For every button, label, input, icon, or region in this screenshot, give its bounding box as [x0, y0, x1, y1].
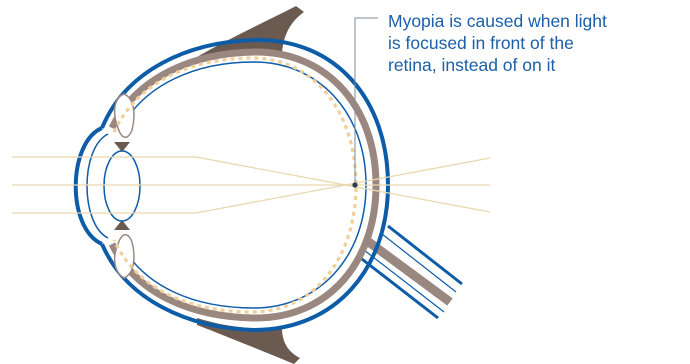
ciliary-body-lower — [115, 235, 134, 278]
lens — [104, 151, 140, 221]
focal-point — [352, 182, 357, 187]
caption-line-1: Myopia is caused when light — [388, 10, 688, 32]
cornea-outer — [76, 128, 102, 244]
myopia-caption: Myopia is caused when light is focused i… — [388, 10, 688, 76]
caption-line-3: retina, instead of on it — [388, 54, 688, 76]
caption-line-2: is focused in front of the — [388, 32, 688, 54]
optic-nerve-outer-upper — [388, 226, 462, 284]
